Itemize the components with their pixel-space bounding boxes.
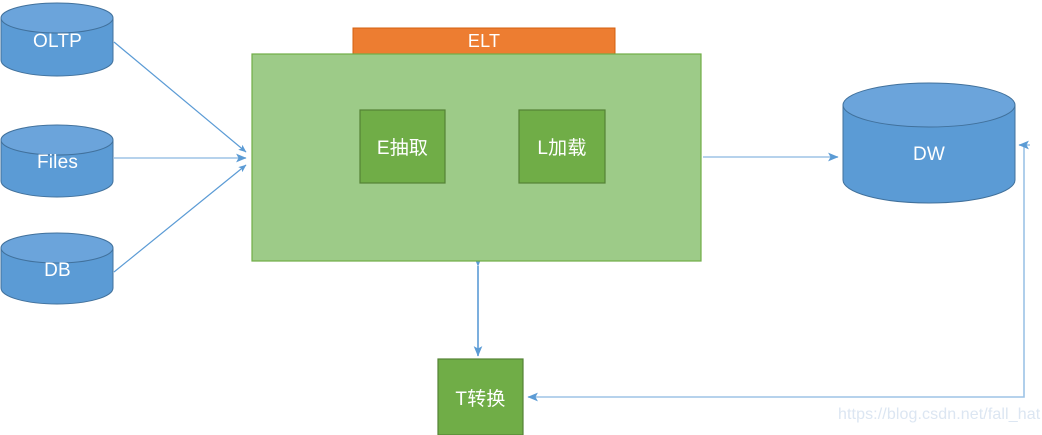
cylinder-files[interactable] [0,124,114,198]
elt-header-bar[interactable] [352,27,616,55]
connector-db-to-elt [113,164,247,273]
connector-oltp-to-elt [113,41,247,153]
stage-box-load[interactable] [518,109,606,184]
transform-box[interactable] [437,358,524,435]
watermark-text: https://blog.csdn.net/fall_hat [838,406,1041,423]
cylinder-oltp[interactable] [0,2,114,77]
cylinder-dw[interactable] [842,82,1016,204]
connector-dw-to-transform [527,145,1025,402]
cylinder-db[interactable] [0,232,114,305]
connector-group [113,41,1030,402]
stage-box-extract[interactable] [359,109,446,184]
elt-process-box[interactable] [251,53,702,262]
